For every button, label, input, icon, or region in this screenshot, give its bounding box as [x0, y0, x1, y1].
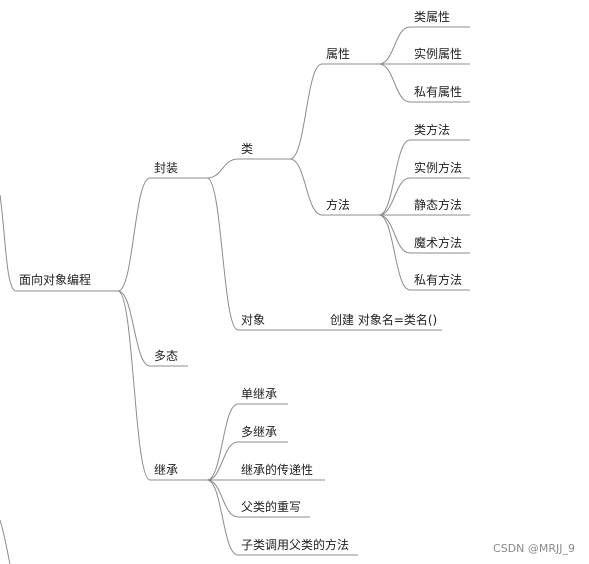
- node-chongxie: 父类的重写: [241, 500, 302, 514]
- node-root: 面向对象编程: [19, 273, 92, 287]
- node-chuandi: 继承的传递性: [241, 463, 314, 477]
- node-jicheng: 继承: [154, 463, 179, 477]
- edge-jicheng-child-0: [206, 403, 239, 481]
- node-lei: 类: [241, 142, 254, 156]
- node-siyou-shuxing: 私有属性: [414, 85, 463, 99]
- edge-fangfa-child-0: [378, 139, 411, 216]
- node-fangfa: 方法: [326, 198, 351, 212]
- node-diaoyong: 子类调用父类的方法: [241, 538, 350, 552]
- node-shuxing: 属性: [326, 47, 351, 61]
- edge-root-fengzhuang: [117, 177, 151, 292]
- node-siyou-fangfa: 私有方法: [414, 273, 463, 287]
- node-chuangjian: 创建 对象名=类名(): [330, 313, 438, 327]
- edge-root-duotai: [117, 290, 151, 367]
- watermark: CSDN @MRJJ_9: [493, 542, 575, 555]
- edge-jicheng-child-4: [206, 479, 239, 556]
- edge-fengzhuang-duixiang: [206, 177, 239, 331]
- edge-lei-fangfa: [289, 158, 323, 216]
- edge-jicheng-child-1: [206, 441, 239, 481]
- edge-fangfa-child-4: [378, 214, 411, 291]
- node-duixiang: 对象: [241, 313, 266, 327]
- edge-fengzhuang-lei: [206, 158, 239, 179]
- node-duo-jicheng: 多继承: [241, 425, 278, 439]
- edge-fangfa-child-1: [378, 177, 411, 216]
- edge-root-jicheng: [117, 290, 151, 481]
- edge-jicheng-child-3: [206, 479, 239, 518]
- node-lei-shuxing: 类属性: [414, 10, 451, 24]
- edge-shuxing-child-2: [378, 63, 411, 103]
- node-shili-shuxing: 实例属性: [414, 47, 463, 61]
- edge-incoming-bottom: [0, 519, 11, 564]
- node-duotai: 多态: [154, 349, 179, 363]
- node-moshu-fangfa: 魔术方法: [414, 236, 463, 250]
- edge-shuxing-child-0: [378, 26, 411, 65]
- edge-lei-shuxing: [289, 63, 323, 160]
- node-fengzhuang: 封装: [154, 161, 179, 175]
- node-dan-jicheng: 单继承: [241, 387, 278, 401]
- node-jingtai-fangfa: 静态方法: [414, 198, 463, 212]
- edge-fangfa-child-3: [378, 214, 411, 254]
- edge-incoming-top: [0, 194, 16, 292]
- node-lei-fangfa: 类方法: [414, 123, 451, 137]
- node-shili-fangfa: 实例方法: [414, 161, 463, 175]
